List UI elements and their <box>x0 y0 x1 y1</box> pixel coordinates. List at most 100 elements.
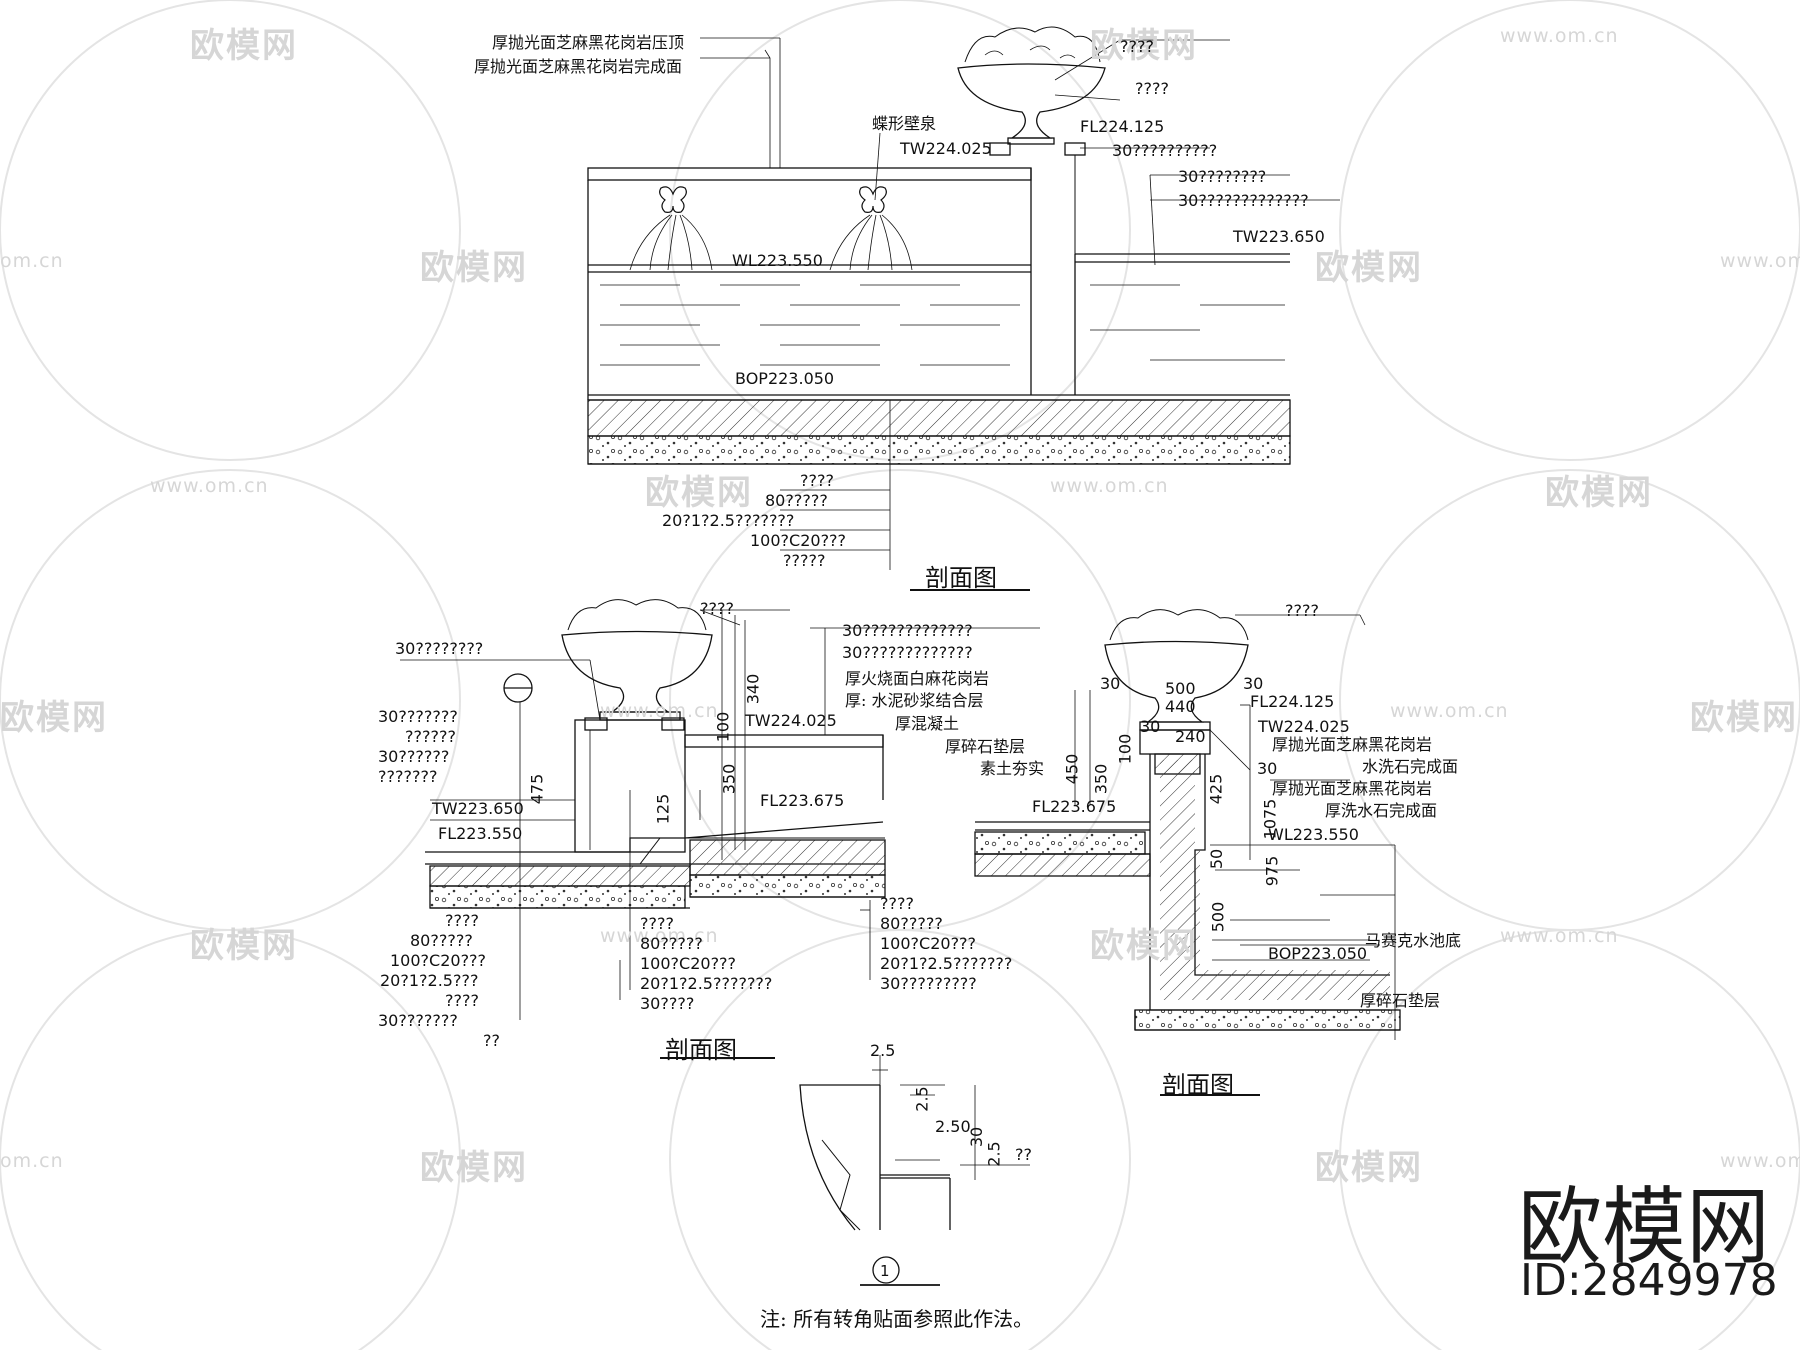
watermark-url: www.om.cn <box>1050 475 1169 497</box>
dim-30b: 30 <box>1243 674 1264 693</box>
label-vase2: ???? <box>1135 79 1169 98</box>
label-layer2: 30????????????? <box>1178 191 1309 210</box>
dim-125: 125 <box>653 793 673 825</box>
label-layer1: 30???????? <box>1178 167 1267 186</box>
dim-2-5c: 2.5 <box>984 1141 1004 1167</box>
label-fl2: FL223.675 <box>1032 797 1117 816</box>
label-pipe: 30???????? <box>395 639 484 658</box>
dim-240: 240 <box>1175 727 1206 746</box>
watermark-url: www.om.cn <box>1390 700 1509 722</box>
label-q: ?? <box>1015 1145 1032 1164</box>
brand-id: ID:2849978 <box>1520 1255 1778 1306</box>
corner-detail-drawing <box>799 1055 1030 1286</box>
watermark-logo: 欧模网 <box>0 698 108 738</box>
dim-350: 350 <box>719 763 739 795</box>
label-r1: 厚抛光面芝麻黑花岗岩 <box>1272 735 1433 754</box>
label-t3: 厚火烧面白麻花岗岩 <box>845 669 990 688</box>
label-b7: ?? <box>483 1031 500 1050</box>
watermark-url: www.om.cn <box>150 475 269 497</box>
label-l3: 30?????? <box>378 747 450 766</box>
left-section-drawing <box>400 599 1040 1059</box>
label-b6: 30??????? <box>378 1011 458 1030</box>
dim-450: 450 <box>1062 753 1082 785</box>
label-r1: ???? <box>880 894 914 913</box>
label-gravel: 厚碎石垫层 <box>1360 991 1441 1010</box>
label-base4: 100?C20??? <box>750 531 847 550</box>
top-section-drawing <box>587 26 1340 591</box>
label-m4: 20?1?2.5??????? <box>640 974 773 993</box>
watermark-logo: 欧模网 <box>1690 698 1798 738</box>
label-tw: TW223.650 <box>432 799 524 818</box>
watermark-logo: 欧模网 <box>1090 926 1198 966</box>
label-r2: 水洗石完成面 <box>1362 757 1459 776</box>
label-finish: 厚抛光面芝麻黑花岗岩完成面 <box>474 57 683 76</box>
label-l1: 30??????? <box>378 707 458 726</box>
watermark-url: om.cn <box>0 250 64 272</box>
section-title: 剖面图 <box>1162 1071 1234 1099</box>
dim-2-5a: 2.5 <box>870 1041 896 1060</box>
label-t7: 素土夯实 <box>980 759 1045 778</box>
watermark-logo: 欧模网 <box>1315 1148 1423 1188</box>
label-t6: 厚碎石垫层 <box>945 737 1026 756</box>
dim-100: 100 <box>1115 733 1135 765</box>
watermark-logo: 欧模网 <box>420 1148 528 1188</box>
dim-50: 50 <box>1207 848 1227 870</box>
label-vase: ???? <box>1285 601 1319 620</box>
label-base3: 20?1?2.5??????? <box>662 511 795 530</box>
label-t1: 30????????????? <box>842 621 973 640</box>
label-tw2: TW223.650 <box>1233 227 1325 246</box>
watermark-url: www.om.cn <box>1500 25 1619 47</box>
dim-350: 350 <box>1091 763 1111 795</box>
dim-2-50: 2.50 <box>935 1117 971 1136</box>
label-m3: 100?C20??? <box>640 954 737 973</box>
right-section-drawing <box>974 609 1401 1096</box>
label-vase: ???? <box>1120 37 1154 56</box>
label-m2: 80????? <box>640 934 703 953</box>
dim-30a: 30 <box>1100 674 1121 693</box>
watermark-logo: 欧模网 <box>645 473 753 513</box>
label-pool: 马赛克水池底 <box>1365 931 1462 950</box>
label-b3: 100?C20??? <box>390 951 487 970</box>
dim-975: 975 <box>1262 855 1282 887</box>
watermark-url: www.om.cn <box>600 925 719 947</box>
dim-440: 440 <box>1165 697 1196 716</box>
dim-30d: 30 <box>1257 759 1278 778</box>
label-tw: TW224.025 <box>1258 717 1350 736</box>
label-t2: 30????????????? <box>842 643 973 662</box>
detail-mark: 1 <box>880 1262 890 1280</box>
label-wl: WL223.550 <box>732 251 823 270</box>
dim-1075: 1075 <box>1260 798 1280 840</box>
dim-500b: 500 <box>1208 901 1228 933</box>
watermark-logo: 欧模网 <box>190 926 298 966</box>
label-t4: 厚: 水泥砂浆结合层 <box>845 691 984 710</box>
label-tw2: TW224.025 <box>745 711 837 730</box>
label-base1: ???? <box>800 471 834 490</box>
label-l4: ??????? <box>378 767 438 786</box>
watermark-logo: 欧模网 <box>1090 26 1198 66</box>
label-pipe: 30?????????? <box>1112 141 1218 160</box>
label-r3: 100?C20??? <box>880 934 977 953</box>
label-fl: FL223.550 <box>438 824 523 843</box>
watermark-url: www.om.cn <box>1500 925 1619 947</box>
dim-500: 500 <box>1165 679 1196 698</box>
label-r3: 厚抛光面芝麻黑花岗岩 <box>1272 779 1433 798</box>
label-fountain: 蝶形壁泉 <box>872 114 937 133</box>
dim-425: 425 <box>1206 773 1226 805</box>
watermark-url: om.cn <box>0 1150 64 1172</box>
label-fl: FL224.125 <box>1080 117 1165 136</box>
label-coping: 厚抛光面芝麻黑花岗岩压顶 <box>492 33 685 52</box>
watermark-logo: 欧模网 <box>1545 473 1653 513</box>
dim-475: 475 <box>527 773 547 805</box>
label-tw: TW224.025 <box>900 139 992 158</box>
dim-340: 340 <box>743 673 763 705</box>
dim-30: 30 <box>967 1126 987 1148</box>
label-vase: ???? <box>700 599 734 618</box>
label-fl: FL224.125 <box>1250 692 1335 711</box>
label-b4: 20?1?2.5??? <box>380 971 479 990</box>
label-m5: 30???? <box>640 994 695 1013</box>
dim-30c: 30 <box>1140 717 1161 736</box>
watermark-logo: 欧模网 <box>1315 248 1423 288</box>
